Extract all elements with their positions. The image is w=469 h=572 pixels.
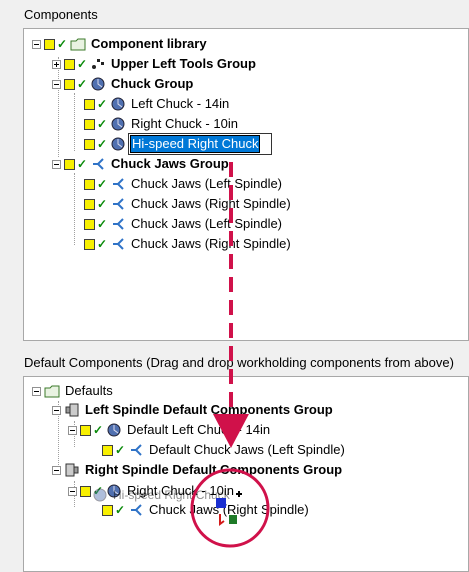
check-icon[interactable]: ✓ [97,116,108,131]
folder-icon [70,36,86,52]
visibility-checkbox[interactable] [84,238,95,250]
tree-node-jaws-4[interactable]: ✓ Chuck Jaws (Right Spindle) [84,234,293,254]
tree-node-left-chuck[interactable]: ✓ Left Chuck - 14in [84,94,231,114]
spindle-icon [64,402,80,418]
check-icon[interactable]: ✓ [77,156,88,171]
chuck-icon [110,136,126,152]
jaws-icon [128,502,144,518]
collapse-toggle[interactable] [32,39,41,49]
chuck-icon [106,422,122,438]
tree-node-jaws-2[interactable]: ✓ Chuck Jaws (Right Spindle) [84,194,293,214]
check-icon[interactable]: ✓ [77,76,88,91]
collapse-toggle[interactable] [32,386,41,396]
visibility-checkbox[interactable] [84,98,95,110]
chuck-icon [106,483,122,499]
tree-node-jaws-1[interactable]: ✓ Chuck Jaws (Left Spindle) [84,174,284,194]
chuck-icon [90,76,106,92]
check-icon[interactable]: ✓ [97,196,108,211]
check-icon[interactable]: ✓ [93,422,104,437]
collapse-toggle[interactable] [52,79,61,89]
tree-node-right-chuck[interactable]: ✓ Right Chuck - 10in [84,114,240,134]
visibility-checkbox[interactable] [80,485,91,497]
visibility-checkbox[interactable] [64,58,75,70]
check-icon[interactable]: ✓ [97,236,108,251]
default-components-tree[interactable]: Defaults Left Spindle Default Components… [23,376,469,572]
jaws-icon [128,442,144,458]
visibility-checkbox[interactable] [84,178,95,190]
tree-node-chuck-group[interactable]: ✓ Chuck Group [52,74,195,94]
rename-edit-box[interactable]: Hi-speed Right Chuck [128,133,273,155]
visibility-checkbox[interactable] [80,424,91,436]
visibility-checkbox[interactable] [84,118,95,130]
visibility-checkbox[interactable] [64,158,75,170]
check-icon[interactable]: ✓ [93,485,104,497]
drag-ghost-item: Hi-speed Right Chuck [92,485,232,505]
collapse-toggle[interactable] [68,425,77,435]
check-icon[interactable]: ✓ [97,176,108,191]
tree-node-component-library[interactable]: ✓ Component library [32,34,209,54]
folder-icon [44,383,60,399]
check-icon[interactable]: ✓ [97,216,108,231]
jaws-icon [110,216,126,232]
collapse-toggle[interactable] [68,486,77,496]
jaws-icon [110,176,126,192]
visibility-checkbox[interactable] [84,198,95,210]
jaws-icon [110,236,126,252]
tree-node-chuck-jaws-group[interactable]: ✓ Chuck Jaws Group [52,154,231,174]
check-icon[interactable]: ✓ [115,442,126,457]
check-icon[interactable]: ✓ [77,56,88,71]
visibility-checkbox[interactable] [102,504,113,516]
visibility-checkbox[interactable] [84,138,95,150]
components-section-label: Components [24,7,98,22]
tree-node-right-spindle-group[interactable]: Right Spindle Default Components Group [52,460,344,480]
tree-node-hispeed-chuck-editing[interactable]: ✓ Hi-speed Right Chuck [84,133,273,155]
visibility-checkbox[interactable] [44,38,55,50]
check-icon[interactable]: ✓ [57,36,68,51]
component-library-tree[interactable]: ✓ Component library ✓ Upper Left Tools G… [23,28,469,341]
jaws-icon [90,156,106,172]
tree-node-default-left-jaws[interactable]: ✓ Default Chuck Jaws (Left Spindle) [102,440,347,460]
jaws-icon [110,196,126,212]
collapse-toggle[interactable] [52,159,61,169]
tool-group-icon [90,56,106,72]
collapse-toggle[interactable] [52,405,61,415]
tree-node-defaults[interactable]: Defaults [32,381,115,401]
check-icon[interactable]: ✓ [97,96,108,111]
tree-node-jaws-3[interactable]: ✓ Chuck Jaws (Left Spindle) [84,214,284,234]
chuck-icon [110,116,126,132]
tree-node-default-left-chuck[interactable]: ✓ Default Left Chuck - 14in [68,420,272,440]
check-icon[interactable]: ✓ [115,502,126,517]
visibility-checkbox[interactable] [64,78,75,90]
chuck-icon [92,487,108,503]
expand-toggle[interactable] [52,59,61,69]
visibility-checkbox[interactable] [84,218,95,230]
collapse-toggle[interactable] [52,465,61,475]
tree-node-left-spindle-group[interactable]: Left Spindle Default Components Group [52,400,335,420]
chuck-icon [110,96,126,112]
visibility-checkbox[interactable] [102,444,113,456]
spindle-icon [64,462,80,478]
default-components-section-label: Default Components (Drag and drop workho… [24,355,454,370]
tree-node-upper-left-tools[interactable]: ✓ Upper Left Tools Group [52,54,258,74]
rename-input[interactable]: Hi-speed Right Chuck [130,135,261,153]
check-icon[interactable]: ✓ [97,136,108,151]
